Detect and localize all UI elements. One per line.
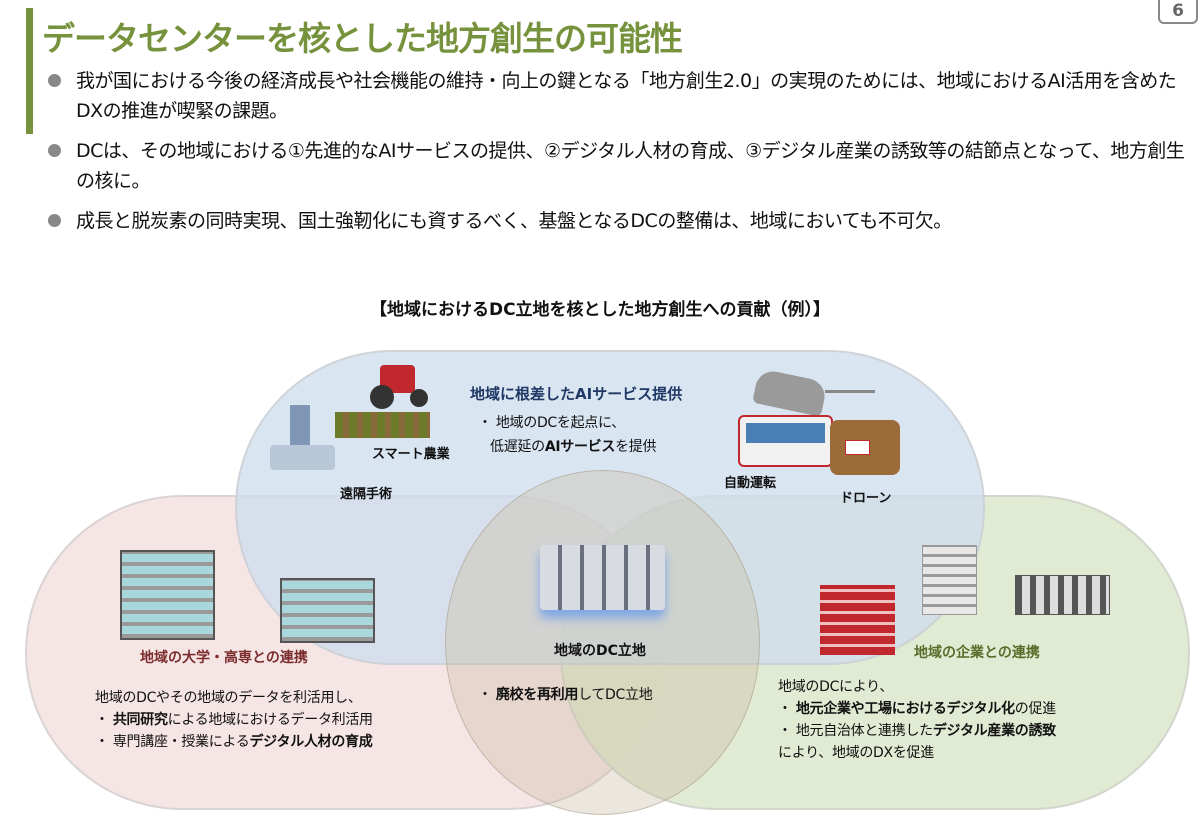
autonomous-driving-label: 自動運転: [724, 476, 777, 491]
landslide-icon: [830, 420, 900, 475]
dc-heading: 地域のDC立地: [554, 643, 646, 659]
smart-agri-label: スマート農業: [372, 447, 450, 462]
enterprise-bullet-2: ・ 地元自治体と連携したデジタル産業の誘致: [778, 723, 1056, 739]
college-building-icon: [280, 578, 375, 643]
bullet-dot-icon: [48, 144, 61, 157]
enterprise-line-1: 地域のDCにより、: [778, 679, 894, 695]
enterprise-bullet-1: ・ 地元企業や工場におけるデジタル化の促進: [778, 701, 1056, 717]
drone-label: ドローン: [840, 491, 892, 506]
tractor-icon: [370, 365, 430, 410]
university-bullet-2: ・ 専門講座・授業によるデジタル人材の育成: [95, 734, 373, 750]
dc-region: [445, 470, 760, 815]
factory-icon: [820, 585, 895, 655]
field-icon: [335, 412, 430, 438]
bus-icon: [738, 415, 833, 467]
server-rack-icon: [540, 545, 665, 610]
bullet-dot-icon: [48, 74, 61, 87]
office-building-icon: [922, 545, 977, 615]
surgery-icon: [265, 400, 340, 480]
drone-icon: [825, 390, 875, 400]
ai-service-line-2: 低遅延のAIサービスを提供: [490, 439, 657, 455]
diagram-title: 【地域におけるDC立地を核とした地方創生への貢献（例）】: [369, 300, 831, 320]
ai-service-line-1: ・ 地域のDCを起点に、: [478, 415, 625, 431]
ai-service-heading: 地域に根差したAIサービス提供: [470, 385, 683, 403]
dc-bullet-1: ・ 廃校を再利用してDC立地: [478, 687, 653, 703]
plant-icon: [1015, 575, 1110, 615]
bullet-1: 我が国における今後の経済成長や社会機能の維持・向上の鍵となる「地方創生2.0」の…: [48, 66, 1188, 126]
bullet-3: 成長と脱炭素の同時実現、国土強靭化にも資するべく、基盤となるDCの整備は、地域に…: [48, 206, 1188, 236]
page-title: データセンターを核とした地方創生の可能性: [42, 19, 683, 58]
enterprise-heading: 地域の企業との連携: [914, 645, 1040, 661]
title-accent-bar: [26, 8, 33, 134]
university-bullet-1: ・ 共同研究による地域におけるデータ利活用: [95, 712, 373, 728]
bullet-dot-icon: [48, 214, 61, 227]
university-line-1: 地域のDCやその地域のデータを利活用し、: [95, 690, 362, 706]
enterprise-line-4: により、地域のDXを促進: [778, 745, 934, 761]
page-number: 6: [1158, 0, 1198, 24]
remote-surgery-label: 遠隔手術: [340, 487, 393, 502]
university-building-icon: [120, 550, 215, 640]
university-heading: 地域の大学・高専との連携: [140, 650, 308, 666]
bullet-2: DCは、その地域における①先進的なAIサービスの提供、②デジタル人材の育成、③デ…: [48, 136, 1188, 196]
